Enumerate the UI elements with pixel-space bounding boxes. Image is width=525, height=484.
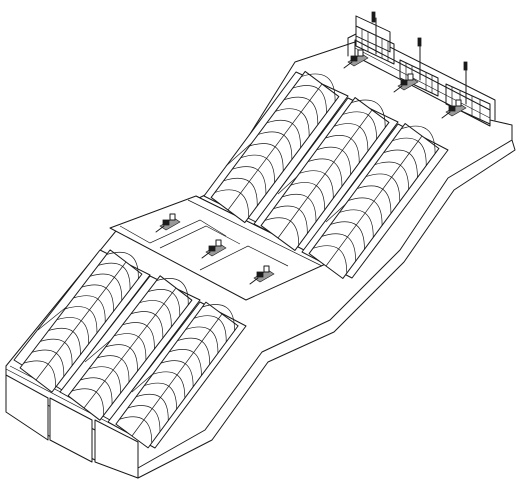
- lower-inlet-cell-3: [94, 419, 139, 479]
- upper-screw-group: [210, 70, 440, 279]
- upper-motor-1-housing: [350, 55, 358, 62]
- lower-motor-1-coupling: [155, 225, 165, 233]
- drive-motor-group: [155, 49, 467, 285]
- lower-motor-2-box: [215, 239, 222, 247]
- lower-screw-1-shaft: [35, 261, 127, 381]
- lower-motor-2-coupling: [201, 251, 211, 259]
- upper-gate-frame-1: [355, 25, 395, 65]
- upper-motor-2-coupling: [393, 85, 403, 93]
- lower-screw-2-flight: [156, 278, 189, 305]
- upper-motor-1-box: [357, 49, 364, 57]
- lower-motor-3-coupling: [249, 277, 259, 285]
- upper-motor-3-housing: [448, 105, 456, 112]
- upper-motor-3: [441, 99, 467, 119]
- upper-motor-3-box: [455, 99, 462, 107]
- lower-motor-1-housing: [162, 219, 170, 226]
- lower-screw-1: [19, 249, 143, 393]
- lower-motor-3-housing: [256, 271, 264, 278]
- lower-screw-group: [19, 249, 239, 449]
- lower-screw-3-shaft: [131, 313, 223, 437]
- upper-screw-1: [210, 70, 340, 224]
- lower-screw-3-flight: [202, 304, 235, 331]
- upper-motor-1-coupling: [343, 61, 353, 69]
- lower-screw-1-flight: [106, 251, 139, 279]
- upper-gate-2: [399, 37, 439, 97]
- upper-gate-3: [445, 61, 491, 125]
- upper-screw-3: [308, 123, 440, 279]
- lower-motor-2: [201, 239, 227, 259]
- lower-screw-2-shaft: [83, 287, 177, 409]
- lower-motor-1: [155, 213, 181, 233]
- lower-motor-2-housing: [208, 245, 216, 252]
- lower-motor-1-box: [169, 213, 176, 221]
- lower-motor-3-box: [263, 265, 270, 273]
- lower-motor-3: [249, 265, 275, 285]
- lower-inlet-cell-2: [49, 397, 93, 463]
- lower-inlet-cell-1: [5, 374, 49, 441]
- upper-screw-3-flight: [401, 125, 436, 154]
- upper-screw-1-shaft: [227, 83, 323, 211]
- upper-motor-3-coupling: [441, 111, 451, 119]
- upper-motor-1: [343, 49, 369, 69]
- upper-screw-2-shaft: [277, 109, 373, 239]
- upper-motor-2: [393, 73, 419, 93]
- upper-screw-3-shaft: [325, 135, 423, 267]
- upper-screw-1-flight: [301, 73, 336, 102]
- upper-screw-2-flight: [351, 99, 386, 128]
- upper-screw-2: [260, 97, 390, 251]
- upper-motor-2-box: [407, 73, 414, 81]
- upper-motor-2-housing: [400, 79, 408, 86]
- lower-screw-2: [67, 275, 193, 421]
- lower-screw-3: [115, 301, 239, 449]
